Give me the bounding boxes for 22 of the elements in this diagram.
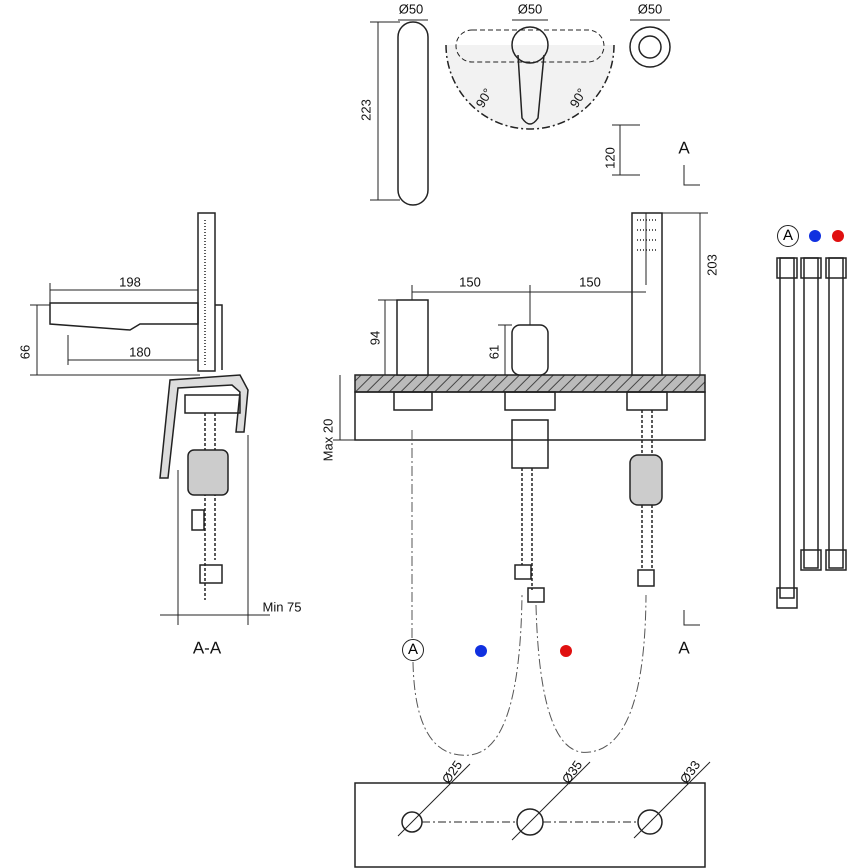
section-marker: A — [777, 225, 799, 247]
angle-label: 90° — [473, 86, 495, 110]
dimension-label: Max 20 — [322, 418, 334, 462]
section-title: A-A — [192, 640, 222, 656]
section-letter: A — [678, 140, 690, 156]
dimension-label: 120 — [604, 147, 616, 169]
dimension-label: 180 — [129, 346, 151, 358]
diameter-label: Ø50 — [638, 2, 662, 16]
dimension-label: 150 — [459, 276, 481, 288]
dimension-label: 66 — [18, 344, 32, 360]
dimension-label: Min 75 — [262, 600, 302, 614]
dimension-label: 223 — [360, 99, 372, 121]
dimension-label: 150 — [579, 276, 601, 288]
dimension-label: 203 — [706, 254, 718, 276]
section-marker: A — [402, 639, 424, 661]
section-letter: A — [678, 640, 690, 656]
dimension-label: 61 — [488, 344, 500, 360]
dimension-label: 94 — [368, 330, 382, 346]
diameter-label: Ø50 — [518, 2, 542, 16]
angle-label: 90° — [567, 86, 589, 110]
dimension-label: 198 — [119, 276, 141, 288]
diameter-label: Ø50 — [398, 2, 424, 16]
